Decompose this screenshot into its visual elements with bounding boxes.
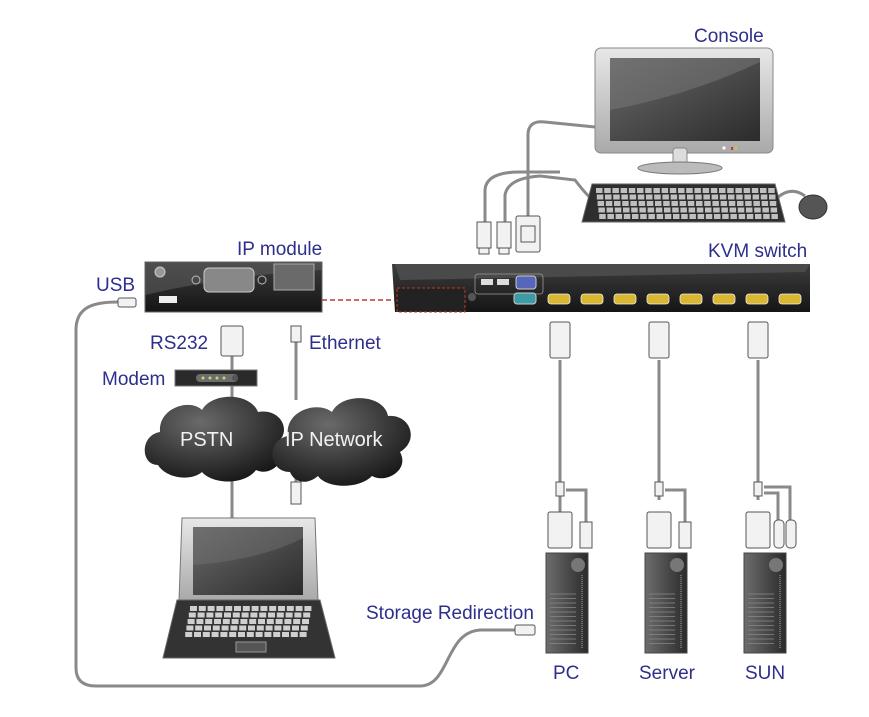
console-label: Console bbox=[694, 26, 764, 47]
server-cable bbox=[657, 360, 687, 522]
pstn-label: PSTN bbox=[180, 429, 234, 451]
kvm-port bbox=[646, 293, 670, 305]
ip-module-slot bbox=[396, 287, 466, 313]
ip-module-label: IP module bbox=[237, 239, 323, 260]
modem bbox=[174, 369, 258, 387]
target-label-sun: SUN bbox=[745, 663, 786, 684]
console-plugs bbox=[476, 215, 541, 255]
sun-cable bbox=[756, 360, 792, 520]
pstn-cloud bbox=[144, 396, 285, 482]
target-pc bbox=[545, 321, 593, 654]
laptop bbox=[162, 517, 336, 659]
rs232-label: RS232 bbox=[150, 333, 209, 354]
kvm-port bbox=[580, 293, 604, 305]
target-sun bbox=[743, 321, 797, 654]
storage-usb-plug bbox=[514, 624, 536, 636]
console-monitor bbox=[594, 47, 774, 175]
kvm-port bbox=[679, 293, 703, 305]
kvm-port bbox=[778, 293, 802, 305]
mouse-cable bbox=[773, 189, 806, 202]
pc-cable bbox=[558, 360, 588, 522]
console-cable-vga bbox=[526, 120, 606, 220]
kvm-port bbox=[547, 293, 571, 305]
console-mouse bbox=[798, 194, 828, 220]
kvm-switch bbox=[392, 264, 810, 313]
ip-module-plugs bbox=[117, 297, 302, 505]
usb-label: USB bbox=[96, 275, 136, 296]
target-server bbox=[644, 321, 692, 654]
kvm-port bbox=[745, 293, 769, 305]
kvm-port bbox=[613, 293, 637, 305]
ip-module bbox=[144, 261, 323, 313]
ip-network-cloud bbox=[272, 398, 411, 486]
usb-storage-cable bbox=[74, 300, 515, 688]
console-keyboard bbox=[581, 183, 786, 223]
target-label-pc: PC bbox=[553, 663, 580, 684]
console-cable-usb1 bbox=[483, 170, 560, 222]
kvm-port bbox=[712, 293, 736, 305]
kvm-switch-label: KVM switch bbox=[708, 241, 808, 262]
storage-redirection-label: Storage Redirection bbox=[366, 603, 534, 624]
ip-network-label: IP Network bbox=[285, 429, 383, 451]
target-label-server: Server bbox=[639, 663, 695, 684]
ethernet-label: Ethernet bbox=[309, 333, 381, 354]
modem-label: Modem bbox=[102, 369, 166, 390]
